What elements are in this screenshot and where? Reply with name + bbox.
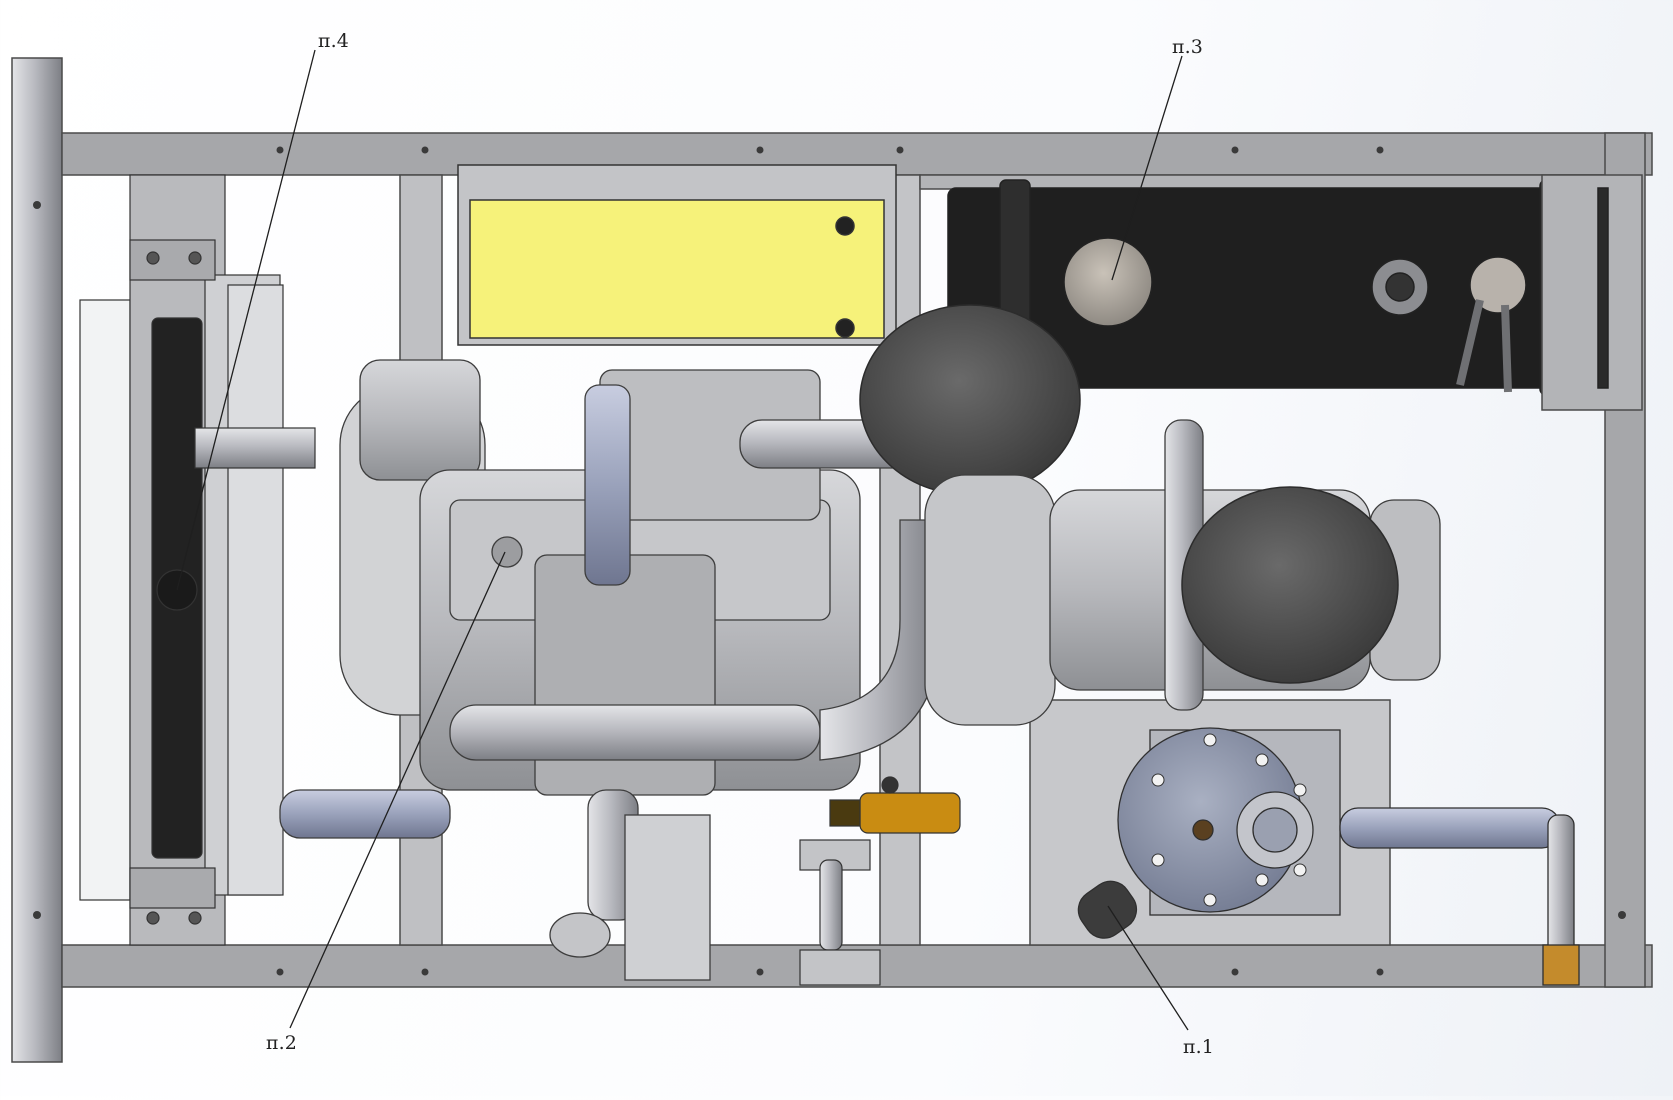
radiator-clamp-top [129, 239, 216, 281]
cooling-pipe-left [279, 789, 451, 839]
exhaust-pipe-top [584, 384, 631, 586]
radiator-clamp-bottom [129, 867, 216, 909]
callout-label-p1: п.1 [1183, 1036, 1214, 1058]
callout-label-p4: п.4 [318, 30, 349, 52]
air-filter-top [859, 304, 1081, 496]
pump-drain-pipe [1547, 814, 1575, 966]
callout-label-p2: п.2 [266, 1032, 297, 1054]
frame-left-plate [11, 57, 63, 1063]
leader-line-p3 [1111, 55, 1183, 281]
engine-block [279, 359, 941, 981]
fan-housing [227, 284, 284, 896]
leader-line-p1 [1107, 905, 1189, 1031]
black-tank [947, 174, 1643, 411]
radiator [79, 174, 316, 946]
leader-line-p4 [176, 49, 316, 591]
tank-sensor-2 [1469, 256, 1527, 314]
callout-label-p3: п.3 [1172, 36, 1203, 58]
pump-bolts [1151, 733, 1307, 907]
leader-lines [176, 49, 1189, 1031]
air-filter-right [1181, 486, 1399, 684]
pump-assembly [1077, 727, 1580, 986]
radiator-shroud [79, 299, 131, 901]
intake-pipe-h [449, 704, 821, 761]
pump-outlet-pipe [1339, 807, 1561, 849]
engine-bracket [624, 814, 711, 981]
fuel-tank-yellow [457, 164, 897, 346]
oil-filler-cap [491, 536, 523, 568]
leader-line-p2 [289, 551, 506, 1029]
fan-shaft [194, 427, 316, 469]
tank-filler-cap [1063, 237, 1153, 327]
oil-valve [799, 776, 961, 986]
pump-fitting [1077, 880, 1138, 939]
